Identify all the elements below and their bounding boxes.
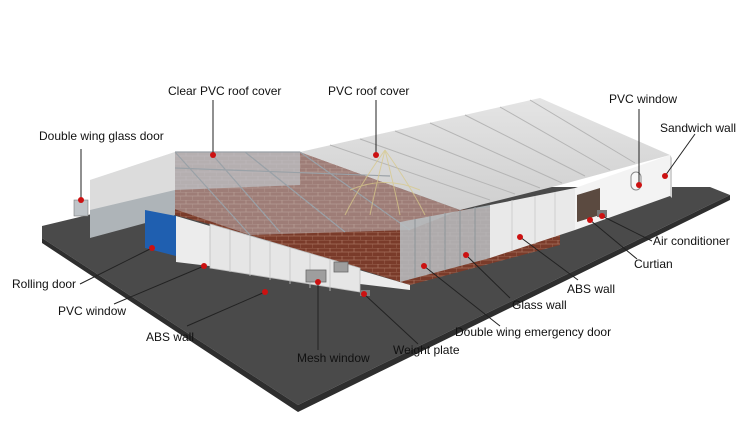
label-pvc-window-left: PVC window [58, 304, 127, 318]
leader-glass-wall [465, 254, 511, 299]
leader-double-wing-emergency-door [423, 265, 501, 327]
ground-base-edge [42, 195, 730, 412]
clear-roof-frame [174, 151, 411, 236]
marker-dots [78, 152, 668, 297]
label-curtian: Curtian [634, 257, 673, 271]
leader-abs-wall-right [519, 236, 579, 281]
dot-pvc-window-top [636, 182, 642, 188]
leader-lines [79, 100, 696, 350]
dot-curtian [587, 217, 593, 223]
sandwich-wall-edge [670, 155, 672, 198]
leader-curtian [589, 219, 638, 260]
label-clear-pvc-roof-cover: Clear PVC roof cover [168, 84, 282, 98]
dot-sandwich-wall [662, 173, 668, 179]
right-abs-seams [511, 192, 556, 251]
dot-abs-wall-right [517, 234, 523, 240]
leader-weight-plate [363, 293, 419, 345]
label-double-wing-emergency-door: Double wing emergency door [455, 325, 612, 339]
roof-ribs [329, 99, 636, 201]
label-air-conditioner: Air conditioner [653, 234, 730, 248]
label-mesh-window: Mesh window [297, 351, 370, 365]
label-rolling-door: Rolling door [12, 277, 77, 291]
left-glass-wall [90, 190, 175, 238]
glass-mullions [414, 207, 476, 278]
dot-double-wing-emergency-door [421, 263, 427, 269]
leader-air-conditioner [601, 215, 653, 242]
label-pvc-window-top: PVC window [609, 92, 678, 106]
rolling-door [145, 210, 176, 256]
dot-clear-pvc-roof-cover [210, 152, 216, 158]
logo-watermark [344, 149, 426, 216]
label-abs-wall-left: ABS wall [146, 330, 195, 344]
right-door-opening [577, 188, 600, 222]
dot-double-wing-glass-door [78, 197, 84, 203]
mesh-window-2-shape [333, 261, 349, 273]
dot-weight-plate [361, 291, 367, 297]
dot-glass-wall [463, 252, 469, 258]
dot-pvc-roof-cover [373, 152, 379, 158]
clear-roof [90, 152, 460, 235]
dot-air-conditioner [599, 213, 605, 219]
front-wall-seams [229, 230, 331, 291]
right-abs-wall [490, 188, 575, 258]
dot-mesh-window [315, 279, 321, 285]
label-glass-wall: Glass wall [512, 298, 567, 312]
dot-rolling-door [149, 245, 155, 251]
label-sandwich-wall: Sandwich wall [660, 121, 737, 135]
back-glass-wall [175, 152, 300, 190]
leader-sandwich-wall [664, 133, 696, 177]
label-double-wing-glass-door: Double wing glass door [39, 129, 164, 143]
leader-abs-wall-left [186, 291, 266, 327]
label-pvc-roof-cover: PVC roof cover [328, 84, 410, 98]
dot-pvc-window-left [201, 263, 207, 269]
label-weight-plate: Weight plate [393, 343, 460, 357]
dot-abs-wall-left [262, 289, 268, 295]
leader-rolling-door [79, 247, 153, 285]
label-abs-wall-right: ABS wall [567, 282, 616, 296]
leader-pvc-window-left [113, 265, 205, 305]
